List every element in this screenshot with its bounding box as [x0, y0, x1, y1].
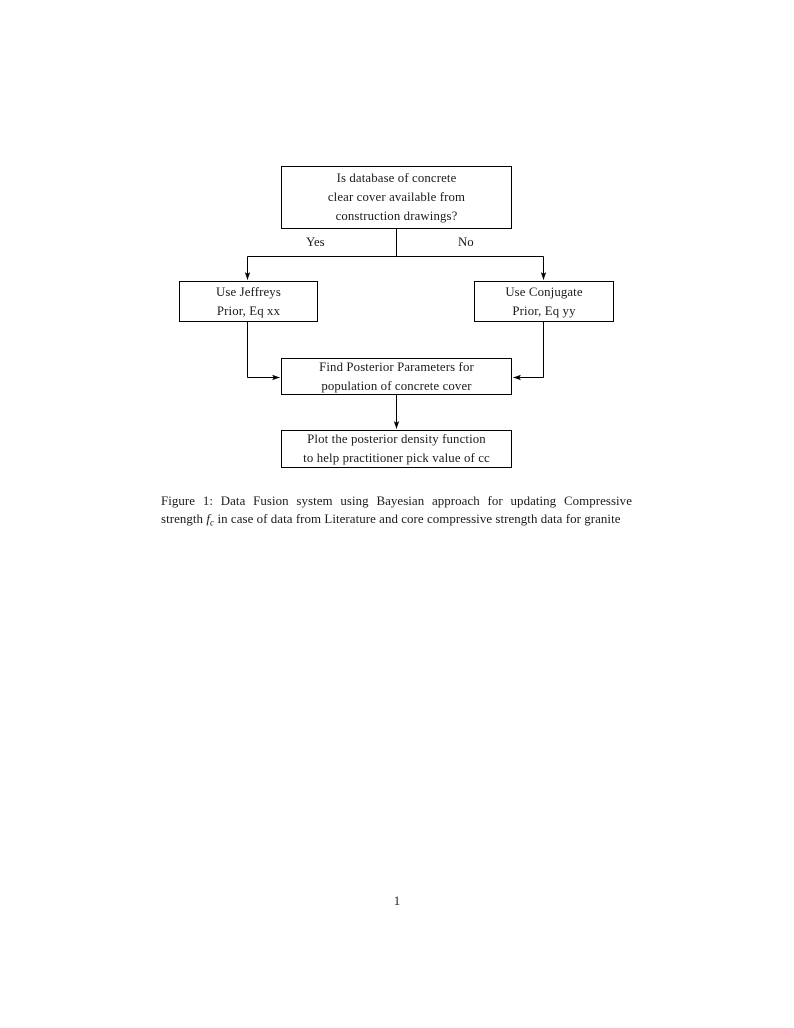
- flow-node-jeffreys-prior[interactable]: Use Jeffreys Prior, Eq xx: [179, 281, 318, 322]
- figure-flowchart: Is database of concrete clear cover avai…: [0, 0, 794, 490]
- flow-node-decision[interactable]: Is database of concrete clear cover avai…: [281, 166, 512, 229]
- flow-node-posterior-parameters[interactable]: Find Posterior Parameters for population…: [281, 358, 512, 395]
- flow-node-posterior-line-1: Find Posterior Parameters for: [319, 359, 474, 374]
- flow-node-plot-line-2: to help practitioner pick value of cc: [303, 451, 490, 465]
- figure-caption-text-after: in case of data from Literature and core…: [214, 512, 621, 527]
- flow-node-conjugate-line-2: Prior, Eq yy: [512, 303, 576, 318]
- edge-label-yes: Yes: [306, 235, 325, 249]
- flow-node-jeffreys-line-2: Prior, Eq xx: [216, 303, 281, 318]
- flowchart-connectors: [244, 229, 547, 429]
- flow-node-conjugate-line-1: Use Conjugate: [505, 284, 583, 299]
- edge-label-no: No: [458, 235, 474, 249]
- figure-caption-math-subscript: c: [210, 518, 215, 529]
- figure-caption: Figure 1: Data Fusion system using Bayes…: [161, 492, 632, 533]
- flow-node-decision-line-3: construction drawings?: [335, 208, 458, 223]
- flow-node-plot-line-1: Plot the posterior density function: [307, 432, 486, 447]
- flow-node-posterior-line-2: population of concrete cover: [321, 378, 472, 393]
- flow-node-decision-line-2: clear cover available from: [327, 190, 466, 205]
- figure-caption-text-before: Data Fusion system using Bayesian approa…: [161, 494, 632, 527]
- flow-node-decision-line-1: Is database of concrete: [336, 171, 457, 186]
- figure-caption-label: Figure 1:: [161, 494, 213, 508]
- figure-caption-math-base: f: [206, 512, 210, 527]
- flow-node-plot-density[interactable]: Plot the posterior density function to h…: [281, 430, 512, 468]
- page-number: 1: [393, 894, 401, 908]
- flow-node-jeffreys-line-1: Use Jeffreys: [216, 284, 281, 299]
- flow-node-conjugate-prior[interactable]: Use Conjugate Prior, Eq yy: [474, 281, 614, 322]
